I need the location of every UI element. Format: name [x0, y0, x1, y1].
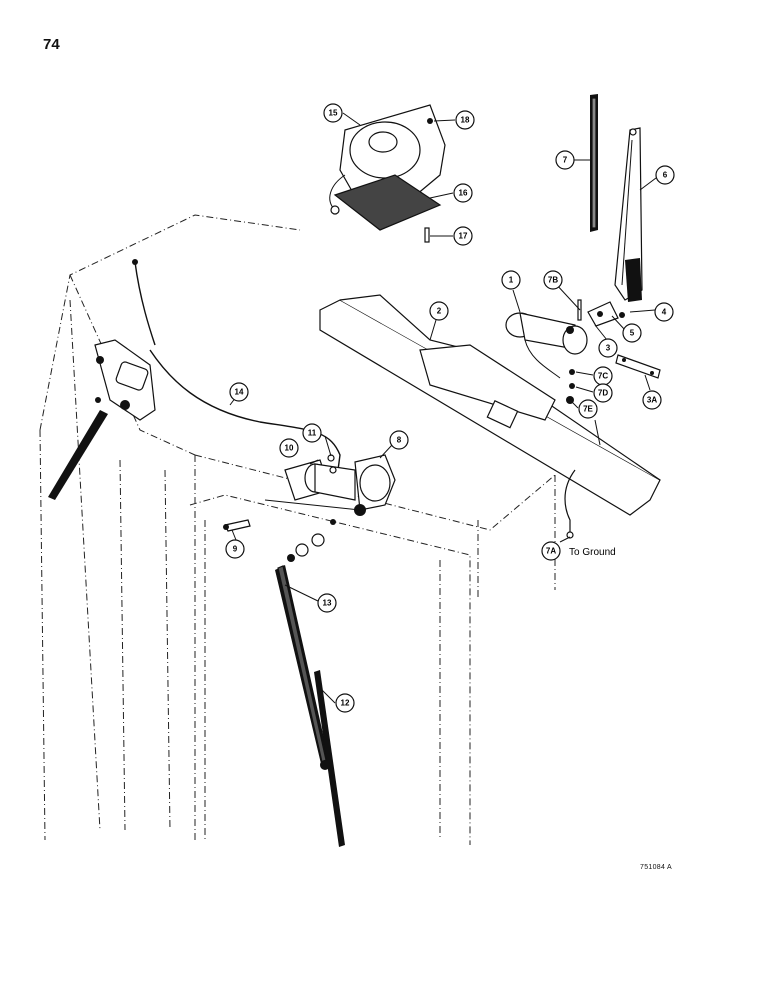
svg-text:16: 16	[459, 189, 468, 198]
callout-7c: 7C	[593, 366, 613, 386]
svg-text:7B: 7B	[548, 276, 558, 285]
callout-8: 8	[389, 430, 409, 450]
motor-cover	[329, 104, 446, 243]
callout-7a: 7A	[541, 541, 561, 561]
right-wiper-motor	[505, 299, 661, 404]
ground-annotation: To Ground	[569, 547, 616, 558]
callout-6: 6	[655, 165, 675, 185]
ground-wire	[564, 469, 576, 535]
callout-13: 13	[317, 593, 337, 613]
callout-7d: 7D	[593, 383, 613, 403]
svg-text:6: 6	[663, 171, 668, 180]
svg-text:18: 18	[461, 116, 470, 125]
callout-15: 15	[323, 103, 343, 123]
svg-text:3: 3	[606, 344, 611, 353]
svg-text:1: 1	[509, 276, 514, 285]
wiper-blade-7	[590, 94, 598, 232]
callout-5: 5	[622, 323, 642, 343]
figure-code: 751084 A	[640, 864, 672, 871]
svg-text:7: 7	[563, 156, 568, 165]
cab-frame-outline	[39, 214, 556, 845]
callout-16: 16	[453, 183, 473, 203]
svg-text:11: 11	[308, 429, 317, 438]
svg-text:3A: 3A	[647, 396, 657, 405]
svg-text:15: 15	[329, 109, 338, 118]
svg-text:7A: 7A	[546, 547, 556, 556]
callout-7: 7	[555, 150, 575, 170]
svg-text:17: 17	[459, 232, 468, 241]
callout-3a: 3A	[642, 390, 662, 410]
callout-11: 11	[302, 423, 322, 443]
callout-12: 12	[335, 693, 355, 713]
callout-4: 4	[654, 302, 674, 322]
callout-9: 9	[225, 539, 245, 559]
wiper-housing-2	[319, 294, 661, 516]
wiper-arm-6	[614, 127, 643, 302]
callout-7e: 7E	[578, 399, 598, 419]
wiper-blade-12	[314, 670, 345, 847]
svg-text:4: 4	[662, 308, 667, 317]
svg-text:7D: 7D	[598, 389, 608, 398]
svg-text:9: 9	[233, 545, 238, 554]
leader-lines	[229, 112, 657, 704]
svg-text:7E: 7E	[583, 405, 593, 414]
callout-10: 10	[279, 438, 299, 458]
callout-18: 18	[455, 110, 475, 130]
svg-text:7C: 7C	[598, 372, 608, 381]
svg-text:13: 13	[323, 599, 332, 608]
callout-1: 1	[501, 270, 521, 290]
wiper-arm-13	[275, 565, 330, 768]
wiring-harness	[134, 261, 341, 471]
svg-text:14: 14	[235, 388, 244, 397]
callout-2: 2	[429, 301, 449, 321]
page-number: 74	[43, 36, 60, 53]
left-wiper-assembly	[48, 339, 156, 500]
callout-17: 17	[453, 226, 473, 246]
callout-3: 3	[598, 338, 618, 358]
svg-text:2: 2	[437, 307, 442, 316]
svg-text:12: 12	[341, 699, 350, 708]
svg-text:8: 8	[397, 436, 402, 445]
svg-text:10: 10	[285, 444, 294, 453]
center-wiper-motor-8	[223, 454, 396, 562]
callout-7b: 7B	[543, 270, 563, 290]
svg-text:5: 5	[630, 329, 635, 338]
callout-14: 14	[229, 382, 249, 402]
